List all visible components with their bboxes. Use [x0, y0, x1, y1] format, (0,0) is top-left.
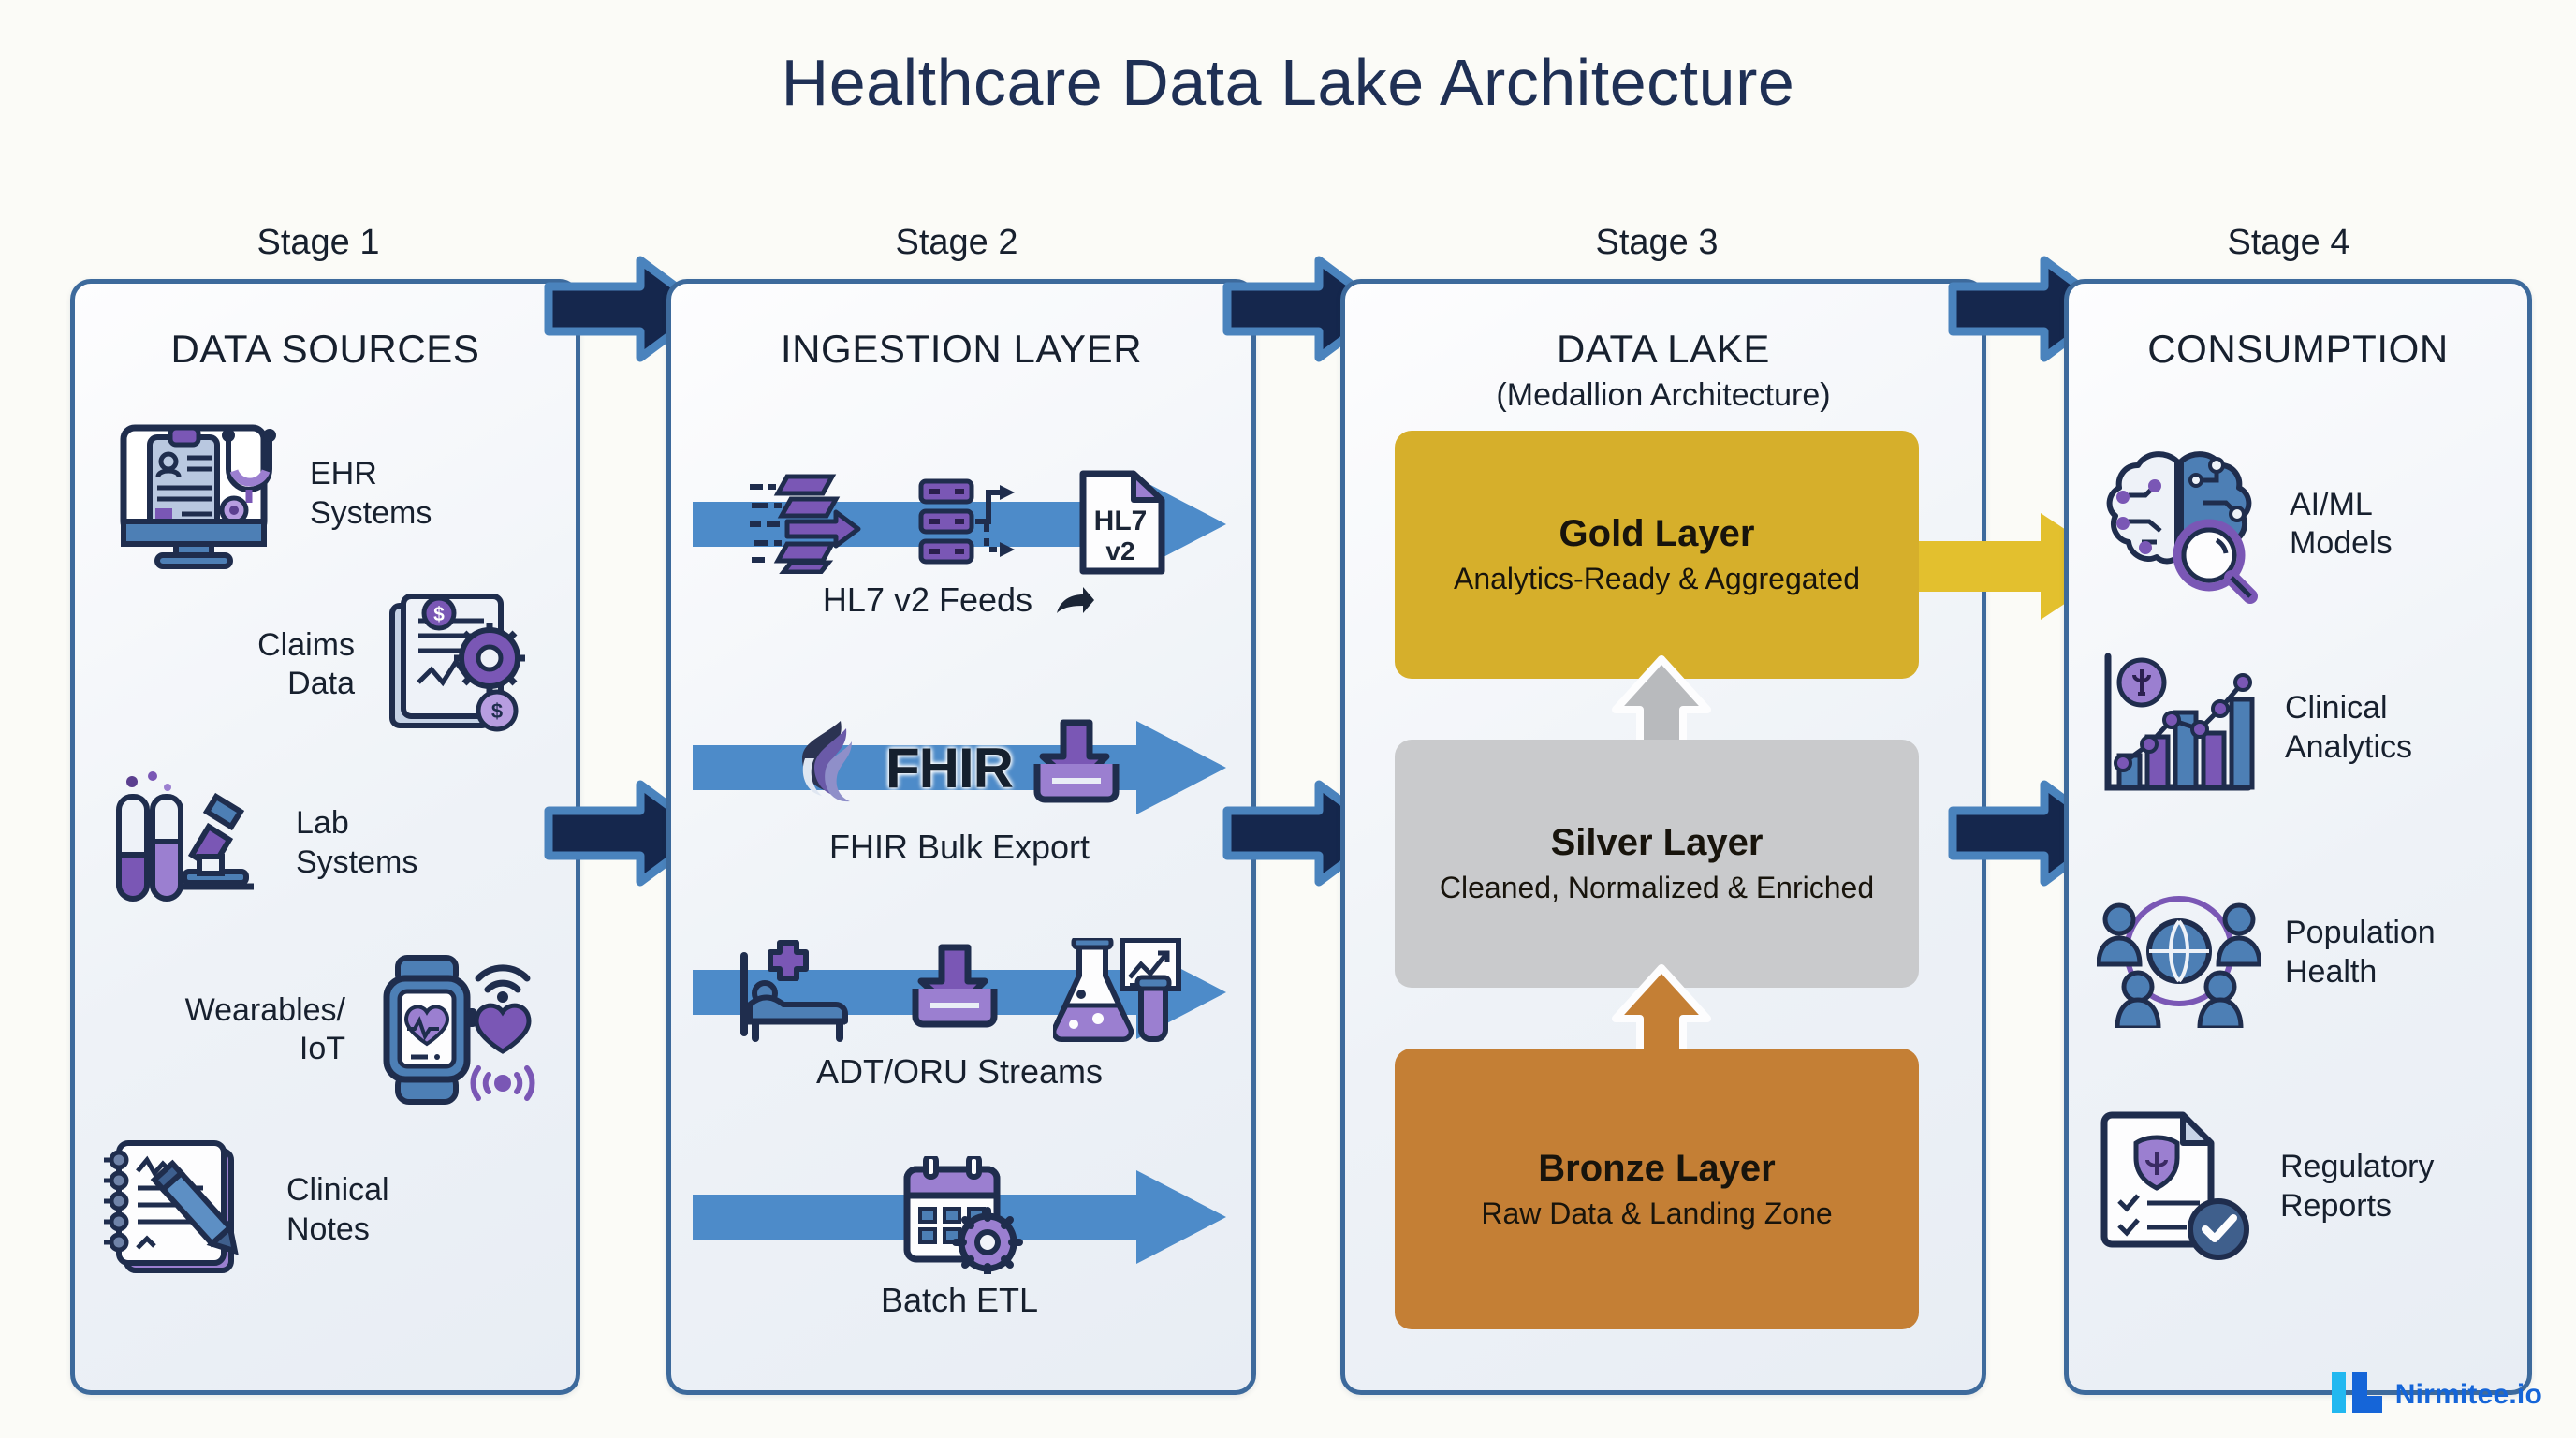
ingestion-caption-fhir: FHIR Bulk Export [828, 828, 1090, 866]
consumption-item-population-health[interactable]: Population Health [2097, 871, 2499, 1034]
consumption-label-aiml: AI/ML Models [2290, 486, 2393, 561]
source-label-ehr: EHR Systems [310, 456, 432, 531]
nirmitee-logo[interactable]: Nirmitee.io [2331, 1372, 2542, 1417]
medallion-gold-name: Gold Layer [1559, 513, 1755, 555]
source-label-claims: Claims Data [257, 626, 355, 701]
hospital-bed-icon [735, 939, 856, 1047]
ingestion-row-batch-etl[interactable]: Batch ETL [693, 1152, 1226, 1329]
ingestion-caption-hl7: HL7 v2 Feeds [693, 580, 1226, 625]
brain-magnifier-icon [2097, 445, 2265, 604]
download-inbox-icon [908, 942, 1002, 1044]
share-arrow-icon [1055, 585, 1096, 625]
panel-title-ingestion-layer: INGESTION LAYER [780, 327, 1143, 371]
source-item-clinical-notes[interactable]: Clinical Notes [98, 1133, 538, 1287]
medallion-silver-layer[interactable]: Silver Layer Cleaned, Normalized & Enric… [1395, 740, 1919, 988]
consumption-item-clinical-analytics[interactable]: Clinical Analytics [2097, 646, 2499, 810]
stage-label-4: Stage 4 [2227, 223, 2350, 262]
bar-line-chart-medical-icon [2097, 651, 2261, 805]
document-check-shield-icon [2097, 1109, 2256, 1264]
stage-label-3: Stage 3 [1595, 223, 1719, 262]
consumption-label-clinical-analytics: Clinical Analytics [2285, 690, 2413, 765]
ingestion-caption-adt-oru: ADT/ORU Streams [815, 1052, 1104, 1091]
panel-title-data-sources: DATA SOURCES [170, 327, 480, 371]
svg-text:$: $ [433, 604, 445, 625]
fhir-flame-logo-icon [796, 717, 876, 819]
source-item-wearables[interactable]: Wearables/ IoT [98, 946, 538, 1114]
data-stream-icon [750, 471, 862, 579]
fhir-wordmark: FHIR [886, 736, 1014, 800]
ingestion-row-adt-oru[interactable]: ADT/ORU Streams [693, 935, 1226, 1105]
source-label-clinical-notes: Clinical Notes [286, 1172, 389, 1247]
svg-text:HL7: HL7 [1093, 506, 1147, 536]
panel-title-data-lake: DATA LAKE [1557, 327, 1770, 371]
consumption-item-regulatory-reports[interactable]: Regulatory Reports [2097, 1105, 2499, 1269]
medallion-bronze-layer[interactable]: Bronze Layer Raw Data & Landing Zone [1395, 1049, 1919, 1329]
ingestion-caption-batch-etl: Batch ETL [880, 1281, 1039, 1319]
consumption-label-regulatory-reports: Regulatory Reports [2280, 1149, 2435, 1224]
nirmitee-logo-mark-icon [2331, 1372, 2382, 1417]
svg-text:$: $ [491, 699, 503, 723]
hl7-v2-document-icon: HL7 v2 [1076, 468, 1169, 581]
stage-label-2: Stage 2 [895, 223, 1018, 262]
globe-people-icon [2097, 878, 2261, 1028]
consumption-item-aiml[interactable]: AI/ML Models [2097, 440, 2499, 609]
medallion-silver-desc: Cleaned, Normalized & Enriched [1439, 871, 1875, 905]
stage-label-1: Stage 1 [256, 223, 380, 262]
source-label-lab: Lab Systems [296, 805, 418, 880]
medallion-bronze-desc: Raw Data & Landing Zone [1481, 1196, 1833, 1230]
ingestion-icons-hl7: HL7 v2 [693, 468, 1226, 580]
ingestion-icons-adt-oru [693, 935, 1226, 1049]
source-item-claims[interactable]: Claims Data $ $ [103, 590, 543, 740]
source-label-wearables: Wearables/ IoT [184, 991, 345, 1066]
ingestion-icons-batch-etl [693, 1152, 1226, 1278]
ehr-monitor-stethoscope-icon [103, 417, 285, 571]
ingestion-row-hl7[interactable]: HL7 v2 HL7 v2 Feeds [693, 468, 1226, 637]
panel-title-consumption: CONSUMPTION [2147, 327, 2449, 371]
smartwatch-heart-wifi-icon [370, 950, 538, 1109]
source-item-ehr[interactable]: EHR Systems [103, 412, 543, 576]
server-routing-icon [917, 476, 1020, 574]
nirmitee-logo-text: Nirmitee.io [2394, 1378, 2542, 1410]
svg-text:v2: v2 [1105, 536, 1134, 565]
medallion-silver-name: Silver Layer [1550, 822, 1764, 864]
notebook-pen-icon [98, 1136, 262, 1285]
lab-flask-chart-icon [1050, 935, 1184, 1048]
medallion-gold-layer[interactable]: Gold Layer Analytics-Ready & Aggregated [1395, 431, 1919, 679]
claims-document-gear-dollar-icon: $ $ [379, 593, 543, 738]
ingestion-icons-fhir: FHIR [693, 712, 1226, 824]
ingestion-row-fhir[interactable]: FHIR FHIR Bulk Export [693, 712, 1226, 880]
panel-subtitle-data-lake: (Medallion Architecture) [1496, 377, 1831, 413]
calendar-gear-icon [894, 1152, 1025, 1279]
page-title: Healthcare Data Lake Architecture [781, 46, 1795, 119]
medallion-bronze-name: Bronze Layer [1538, 1147, 1776, 1189]
medallion-gold-desc: Analytics-Ready & Aggregated [1453, 562, 1861, 596]
source-item-lab[interactable]: Lab Systems [98, 766, 538, 920]
gold-flow-arrow-to-consumption [1891, 506, 2125, 632]
consumption-label-population-health: Population Health [2285, 915, 2436, 990]
lab-testtube-microscope-icon [98, 769, 271, 918]
download-inbox-icon [1030, 717, 1123, 819]
